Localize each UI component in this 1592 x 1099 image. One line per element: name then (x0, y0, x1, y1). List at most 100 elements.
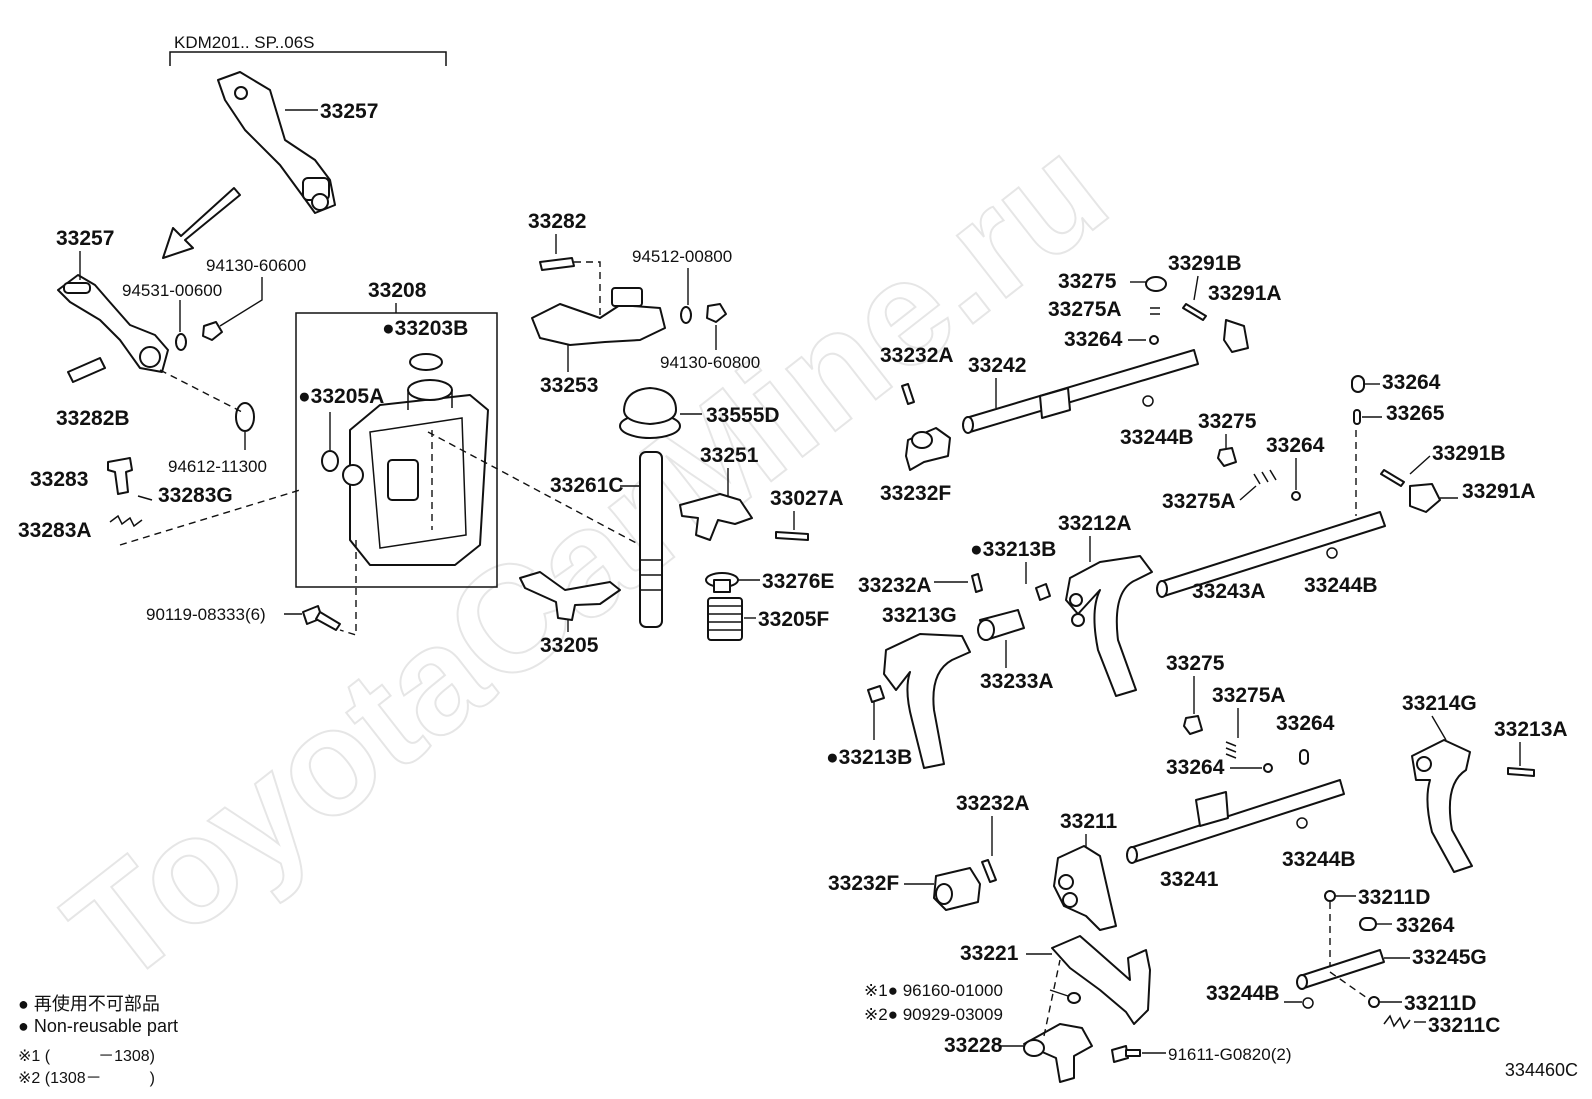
label-33283G: 33283G (158, 484, 233, 507)
part-33261C (639, 451, 663, 628)
label-33242: 33242 (968, 354, 1026, 377)
label-33232F-a: 33232F (880, 482, 951, 505)
part-33211D-b (1368, 996, 1380, 1008)
part-90119-08333 (302, 605, 341, 631)
part-33213G (883, 633, 971, 769)
label-33291A-a: 33291A (1208, 282, 1282, 305)
part-33243A (1156, 511, 1386, 598)
part-33232A-c (981, 859, 997, 883)
label-33244B-a: 33244B (1120, 426, 1194, 449)
part-33283A (109, 514, 143, 528)
part-33275-b (1217, 447, 1237, 467)
label-96160-01000: ※1● 96160-01000 (864, 981, 1003, 1000)
label-33243A: 33243A (1192, 580, 1266, 603)
part-33275-c (1183, 715, 1203, 735)
label-33282B: 33282B (56, 407, 130, 430)
part-33251 (679, 493, 753, 541)
part-33244B-d (1302, 997, 1314, 1009)
label-33211D-b: 33211D (1404, 992, 1476, 1015)
label-33205: 33205 (540, 634, 599, 657)
label-33283: 33283 (30, 468, 88, 491)
part-33232A-b (971, 573, 983, 593)
label-33213A: 33213A (1494, 718, 1568, 741)
label-33212A: 33212A (1058, 512, 1132, 535)
part-33228 (1023, 1023, 1093, 1083)
part-33275A-a (1150, 307, 1160, 315)
header-note: KDM201.. SP..06S (174, 33, 315, 52)
part-33233A (977, 609, 1025, 641)
part-33242 (962, 349, 1199, 434)
label-33275-b: 33275 (1198, 410, 1257, 433)
label-33264-a: 33264 (1064, 328, 1123, 351)
label-33244B-c: 33244B (1282, 848, 1356, 871)
label-94130-60800: 94130-60800 (660, 353, 760, 372)
part-33245G (1296, 949, 1385, 990)
label-33275-c: 33275 (1166, 652, 1225, 675)
header-bracket (169, 51, 447, 66)
label-33214G: 33214G (1402, 692, 1477, 715)
part-94531-00600 (175, 333, 187, 351)
part-33208-housing (342, 379, 489, 566)
label-90119-08333: 90119-08333(6) (146, 605, 266, 624)
part-91611-G0820 (1111, 1045, 1141, 1063)
label-33232A-a: 33232A (880, 344, 954, 367)
part-33205A (321, 450, 339, 472)
label-94512-00800: 94512-00800 (632, 247, 732, 266)
label-33213G: 33213G (882, 604, 957, 627)
label-33211C: 33211C (1428, 1014, 1500, 1037)
label-33264-c: 33264 (1382, 371, 1441, 394)
part-33291A-b (1409, 483, 1441, 513)
label-33275A-b: 33275A (1162, 490, 1236, 513)
label-33276E: 33276E (762, 570, 834, 593)
label-33228: 33228 (944, 1034, 1003, 1057)
part-33282B (67, 357, 106, 383)
legend-note1: ※1 ( －1308) (18, 1048, 156, 1065)
label-33291B-a: 33291B (1168, 252, 1242, 275)
label-94130-60600: 94130-60600 (206, 256, 306, 275)
part-33275-a (1145, 276, 1167, 292)
label-33275A-a: 33275A (1048, 298, 1122, 321)
part-33214G (1411, 739, 1473, 873)
part-33241 (1126, 779, 1345, 864)
label-33291A-b: 33291A (1462, 480, 1536, 503)
part-33212A (1065, 555, 1153, 697)
direction-arrow (162, 187, 241, 259)
part-33275A-c (1225, 741, 1237, 759)
label-33241: 33241 (1160, 868, 1219, 891)
part-94512-00800 (680, 306, 692, 324)
part-33211D-a (1324, 890, 1336, 902)
part-33264-c (1351, 375, 1365, 393)
diagram-ref: 334460C (1504, 1060, 1578, 1080)
part-33257-top (217, 71, 336, 214)
part-33213B-b (867, 685, 885, 703)
part-94130-60800 (706, 303, 727, 323)
label-33203B: ●33203B (382, 317, 468, 340)
part-33244B-a (1142, 395, 1154, 407)
label-33211: 33211 (1060, 810, 1118, 833)
part-33257 (57, 274, 169, 373)
label-94531-00600: 94531-00600 (122, 281, 222, 300)
label-33244B-b: 33244B (1304, 574, 1378, 597)
part-33265 (1353, 409, 1361, 425)
label-33275-a: 33275 (1058, 270, 1117, 293)
part-33291B-b (1380, 469, 1405, 487)
part-33244B-b (1326, 547, 1338, 559)
part-33253 (531, 287, 666, 346)
label-33213B-b: ●33213B (826, 746, 912, 769)
part-33232F-b (933, 867, 981, 911)
part-33291B-a (1182, 303, 1207, 321)
part-33205F (707, 597, 743, 641)
part-33221 (1051, 935, 1151, 1025)
label-33213B-a: ●33213B (970, 538, 1056, 561)
part-94130-60600 (202, 321, 223, 341)
label-33233A: 33233A (980, 670, 1054, 693)
part-33264-a (1149, 335, 1159, 345)
label-33253: 33253 (540, 374, 598, 397)
label-33232A-c: 33232A (956, 792, 1030, 815)
label-90929-03009: ※2● 90929-03009 (864, 1005, 1003, 1024)
label-33555D: 33555D (706, 404, 780, 427)
label-33264-f: 33264 (1396, 914, 1455, 937)
part-33264-b (1291, 491, 1301, 501)
label-33208: 33208 (368, 279, 427, 302)
